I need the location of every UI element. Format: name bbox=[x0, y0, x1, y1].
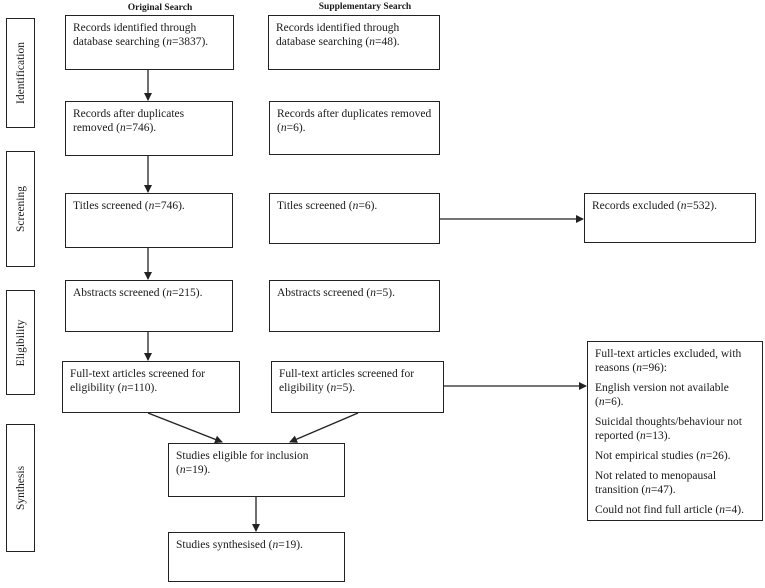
stage-eligibility: Eligibility bbox=[6, 290, 35, 395]
synthesised-box: Studies synthesised (n=19). bbox=[168, 532, 345, 582]
stage-screening: Screening bbox=[6, 151, 35, 267]
supplementary-fulltext-box: Full-text articles screened for eligibil… bbox=[271, 361, 444, 413]
exclusion-reason-item: English version not available (n=6). bbox=[595, 382, 729, 408]
supplementary-abstracts-box: Abstracts screened (n=5). bbox=[269, 280, 440, 332]
original-identified-box: Records identified through database sear… bbox=[65, 15, 234, 70]
original-after-duplicates-box: Records after duplicates removed (n=746)… bbox=[65, 101, 233, 156]
exclusion-reason-item: Not empirical studies (n=26). bbox=[595, 450, 731, 462]
original-abstracts-box: Abstracts screened (n=215). bbox=[65, 280, 233, 332]
supplementary-after-duplicates-box: Records after duplicates removed (n=6). bbox=[269, 101, 440, 155]
original-search-heading: Original Search bbox=[127, 3, 193, 13]
stage-identification: Identification bbox=[6, 18, 35, 128]
original-titles-box: Titles screened (n=746). bbox=[65, 193, 233, 248]
supplementary-titles-box: Titles screened (n=6). bbox=[269, 193, 440, 244]
exclusion-reason-item: Suicidal thoughts/behaviour not reported… bbox=[595, 416, 742, 442]
supplementary-identified-box: Records identified through database sear… bbox=[268, 15, 440, 70]
eligible-box: Studies eligible for inclusion (n=19). bbox=[168, 443, 345, 497]
exclusion-reason-item: Could not find full article (n=4). bbox=[595, 504, 744, 516]
original-fulltext-box: Full-text articles screened for eligibil… bbox=[62, 361, 240, 413]
stage-synthesis: Synthesis bbox=[6, 424, 35, 552]
fulltext-excluded-header: Full-text articles excluded, with reason… bbox=[595, 348, 742, 374]
arrow-original-fulltext-to-eligible bbox=[147, 412, 223, 444]
fulltext-excluded-box: Full-text articles excluded, with reason… bbox=[587, 341, 763, 521]
supplementary-search-heading: Supplementary Search bbox=[318, 2, 412, 12]
records-excluded-box: Records excluded (n=532). bbox=[584, 193, 756, 243]
arrow-supplementary-fulltext-to-eligible bbox=[289, 412, 359, 443]
exclusion-reason-item: Not related to menopausal transition (n=… bbox=[595, 470, 717, 496]
